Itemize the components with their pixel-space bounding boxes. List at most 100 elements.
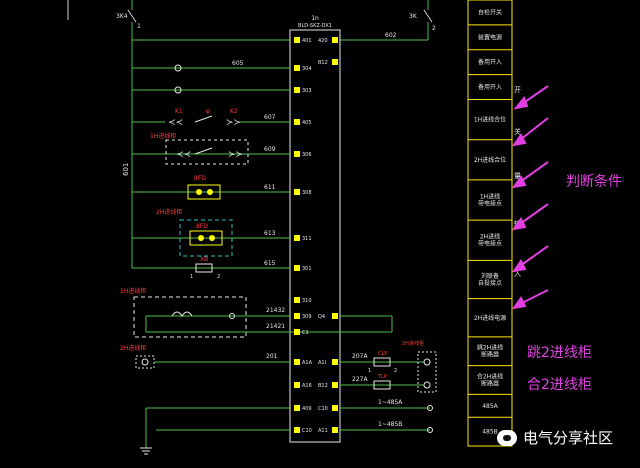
contact-k2-label: K2	[230, 108, 238, 115]
panel-item-label: 断路器	[481, 351, 499, 359]
io-legend-panel: 自检开关装置电源备用开入备用开入1H进线合位2H进线合位1H进线带电接点2H进线…	[467, 0, 513, 447]
protection-device-block: 1n BLD-SKZ-DX1	[289, 15, 341, 443]
wire-602: 602	[385, 32, 397, 39]
callout-1h-incoming-b: 1H进线柜	[120, 287, 146, 295]
terminal-left	[294, 359, 300, 365]
terminal-left-label: 409	[302, 406, 312, 412]
annotation-close-2h: 合2进线柜	[527, 377, 592, 393]
panel-item-label: 合2H进线	[477, 372, 503, 380]
terminal-left	[294, 235, 300, 241]
terminal-left	[294, 37, 300, 43]
svg-text:2: 2	[217, 274, 220, 280]
terminal-right-label: 420	[318, 38, 328, 44]
output-207a: 207A CLP 1 2	[340, 351, 424, 374]
io-side-char: 量	[514, 172, 521, 180]
terminal-left-label: 405	[302, 120, 312, 126]
io-side-char: 入	[514, 270, 521, 278]
top-left-switch-num: 1	[137, 23, 141, 30]
terminal-left-label: A16	[302, 383, 312, 389]
callout-1h-incoming-a: 1H进线柜	[150, 132, 176, 140]
panel-item-label: 1H进线合位	[474, 116, 506, 124]
wire-607: 607	[264, 114, 276, 121]
wire-605: 605	[232, 60, 244, 67]
panel-item-label: 2H进线电源	[474, 314, 506, 322]
svg-text:φ: φ	[206, 108, 210, 115]
row-609: ≺≺ ≻≻ 609	[132, 139, 290, 165]
terminal-right	[332, 359, 338, 365]
coil-box: 21432 21421	[133, 296, 393, 338]
panel-item-label: 2H进线	[480, 233, 500, 241]
terminal-left	[294, 119, 300, 125]
panel-item-label: 1H进线	[480, 193, 500, 201]
relay-ka2: 8FD	[196, 223, 208, 230]
terminal-left	[294, 329, 300, 335]
terminal-left	[294, 189, 300, 195]
terminal-left	[294, 65, 300, 71]
annotation-arrows	[511, 85, 549, 310]
terminal-right-label: A1I	[318, 360, 326, 366]
terminal-right-label: C10	[318, 406, 328, 412]
relay-ka1: 8FD	[194, 175, 206, 182]
wire-21432: 21432	[266, 307, 285, 314]
svg-text:1: 1	[190, 274, 193, 280]
device-id: 1n	[311, 15, 319, 22]
watermark: 电气分享社区	[497, 427, 613, 448]
terminal-right-label: B12	[318, 60, 328, 66]
panel-item-label: 带电接点	[478, 200, 502, 208]
svg-text:≺≺: ≺≺	[176, 149, 191, 159]
wire-611: 611	[264, 184, 276, 191]
annotation-trip-2h: 跳2进线柜	[527, 345, 592, 361]
output-227a: 227A TLP	[340, 374, 424, 390]
wire-21421: 21421	[266, 323, 285, 330]
top-right-switch: 3K 2	[409, 0, 436, 40]
vertical-bus-label: 601	[122, 163, 130, 176]
wire-615: 615	[264, 260, 276, 267]
terminal-left-label: 310	[302, 298, 312, 304]
svg-text:≺≺: ≺≺	[168, 117, 183, 127]
svg-text:2: 2	[394, 368, 397, 374]
terminal-left	[294, 382, 300, 388]
terminal-left	[294, 265, 300, 271]
svg-text:1: 1	[368, 368, 371, 374]
terminal-left	[294, 405, 300, 411]
row-611: 8FD 611	[132, 175, 290, 200]
terminal-right	[332, 313, 338, 319]
watermark-text: 电气分享社区	[523, 429, 614, 447]
terminal-right	[332, 59, 338, 65]
wire-613: 613	[264, 230, 276, 237]
terminal-left-label: 308	[302, 190, 312, 196]
terminal-left-label: C1	[302, 330, 309, 336]
wire-227a: 227A	[352, 376, 368, 383]
contact-k1-label: K1	[175, 108, 183, 115]
terminal-right-label: A11	[318, 428, 328, 434]
panel-item-label: 带电接点	[478, 240, 502, 248]
rs485-lines: 1~485A 1~485B	[140, 399, 433, 455]
terminal-left	[294, 297, 300, 303]
io-side-char: 开	[514, 86, 521, 94]
xb-label: XB	[200, 256, 208, 263]
row-607: ≺≺ ≻≻ K1 K2 φ 607	[132, 108, 290, 127]
terminal-left-label: C10	[302, 428, 312, 434]
row-615: XB 1 2 615	[132, 256, 290, 280]
annotation-judge-condition: 判断条件	[566, 173, 622, 190]
panel-item-label: 备用开入	[478, 83, 502, 91]
device-model: BLD-SKZ-DX1	[298, 23, 332, 29]
panel-item-label: 备用开入	[478, 58, 502, 66]
terminal-left-label: 301	[302, 266, 312, 272]
terminal-left	[294, 427, 300, 433]
svg-text:2H进线柜: 2H进线柜	[402, 340, 424, 347]
terminal-right	[332, 382, 338, 388]
remote-breaker-box: 2H进线柜	[402, 340, 437, 393]
terminal-left-label: 311	[302, 236, 312, 242]
panel-item-label: 装置电源	[478, 33, 502, 41]
top-left-switch: 3K4 1	[67, 0, 141, 40]
panel-item-label: 自投接点	[478, 279, 502, 287]
panel-item-label: 刘联备	[481, 272, 499, 280]
svg-text:≻≻: ≻≻	[226, 117, 241, 127]
terminal-right	[332, 427, 338, 433]
top-right-switch-num: 2	[432, 25, 436, 32]
terminal-right	[332, 37, 338, 43]
panel-item-label: 自检开关	[478, 8, 502, 16]
svg-text:CLP: CLP	[378, 351, 387, 357]
